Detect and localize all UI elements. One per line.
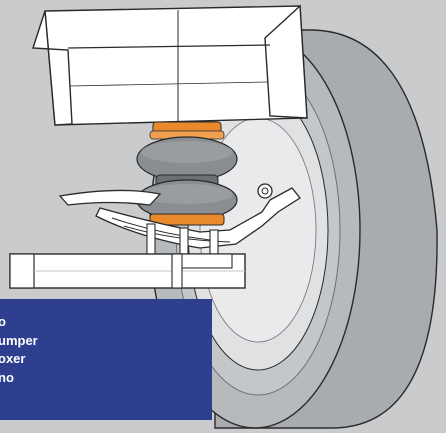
chassis-frame-icon	[32, 4, 308, 126]
model-list-panel: o umper oxer no	[0, 299, 212, 420]
model-label: no	[0, 369, 14, 385]
air-spring-icon	[136, 121, 238, 226]
model-label: o	[0, 314, 6, 329]
model-label: umper	[0, 332, 38, 348]
model-label: oxer	[0, 351, 26, 366]
axle-icon	[9, 253, 246, 289]
